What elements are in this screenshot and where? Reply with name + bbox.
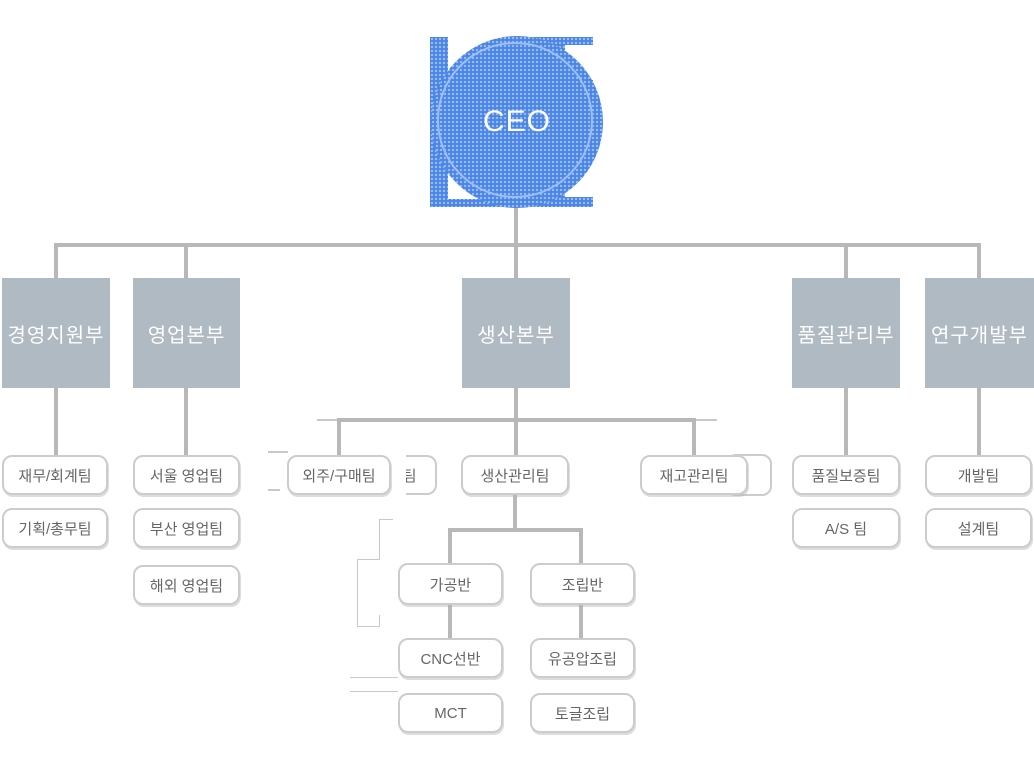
artifact-line	[350, 691, 398, 692]
team-outsourcing-purchasing: 외주/구매팀	[287, 455, 391, 495]
team-design: 설계팀	[925, 508, 1032, 548]
artifact-line	[350, 677, 398, 678]
artifact-line	[379, 519, 393, 520]
team-quality-assurance: 품질보증팀	[792, 455, 900, 495]
connector-dept5-teams	[977, 388, 981, 455]
connector-dept2-teams	[184, 388, 188, 455]
artifact-line	[357, 626, 380, 627]
clipped-ghost-text: 재팀	[406, 465, 417, 486]
team-finance-accounting: 재무/회계팀	[2, 455, 108, 495]
connector-stub-dept1	[54, 245, 58, 278]
connector-stub-dept4	[844, 245, 848, 278]
subteam-assembly: 조립반	[530, 563, 635, 605]
unit-toggle-assembly: 토글조립	[530, 693, 635, 733]
connector-stub-production-mgmt	[514, 420, 518, 455]
team-as: A/S 팀	[792, 508, 900, 548]
team-planning-general-affairs: 기획/총무팀	[2, 508, 108, 548]
artifact-line	[268, 451, 288, 453]
team-production-management: 생산관리팀	[461, 455, 569, 495]
connector-stub-outsourcing	[337, 420, 341, 455]
ceo-node: CEO	[482, 105, 551, 138]
unit-cnc-lathe: CNC선반	[398, 638, 503, 678]
subteam-machining: 가공반	[398, 563, 503, 605]
connector-sub-horizontal	[448, 528, 583, 532]
dept-rnd: 연구개발부	[925, 278, 1034, 388]
connector-dept1-teams	[54, 388, 58, 455]
dept-management-support: 경영지원부	[2, 278, 110, 388]
connector-stub-dept3	[514, 245, 518, 278]
team-inventory-management: 재고관리팀	[640, 455, 748, 495]
team-seoul-sales: 서울 영업팀	[133, 455, 240, 495]
team-overseas-sales: 해외 영업팀	[133, 565, 240, 605]
dept-quality-control: 품질관리부	[792, 278, 900, 388]
dept-production: 생산본부	[462, 278, 570, 388]
clipped-ghost-box: 재팀	[406, 455, 437, 495]
artifact-line	[379, 615, 380, 627]
team-development: 개발팀	[925, 455, 1032, 495]
ceo-inner-ring	[437, 42, 593, 198]
connector-stub-dept5	[977, 245, 981, 278]
dept-sales: 영업본부	[133, 278, 240, 388]
unit-hydraulic-pneumatic-assembly: 유공압조립	[530, 638, 635, 678]
artifact-line	[357, 559, 358, 627]
artifact-line	[268, 489, 280, 491]
team-busan-sales: 부산 영업팀	[133, 508, 240, 548]
connector-assembly-down	[579, 605, 583, 639]
connector-stub-assembly	[579, 530, 583, 565]
unit-mct: MCT	[398, 693, 503, 733]
connector-stub-inventory	[692, 420, 696, 455]
connector-production-mgmt-down	[513, 495, 517, 530]
artifact-line	[357, 559, 380, 560]
connector-machining-down	[448, 605, 452, 639]
connector-dept4-teams	[844, 388, 848, 455]
connector-ceo-down	[514, 207, 518, 245]
artifact-line	[379, 519, 380, 560]
connector-stub-machining	[448, 530, 452, 565]
connector-dept3-down	[514, 388, 518, 420]
connector-stub-dept2	[184, 245, 188, 278]
